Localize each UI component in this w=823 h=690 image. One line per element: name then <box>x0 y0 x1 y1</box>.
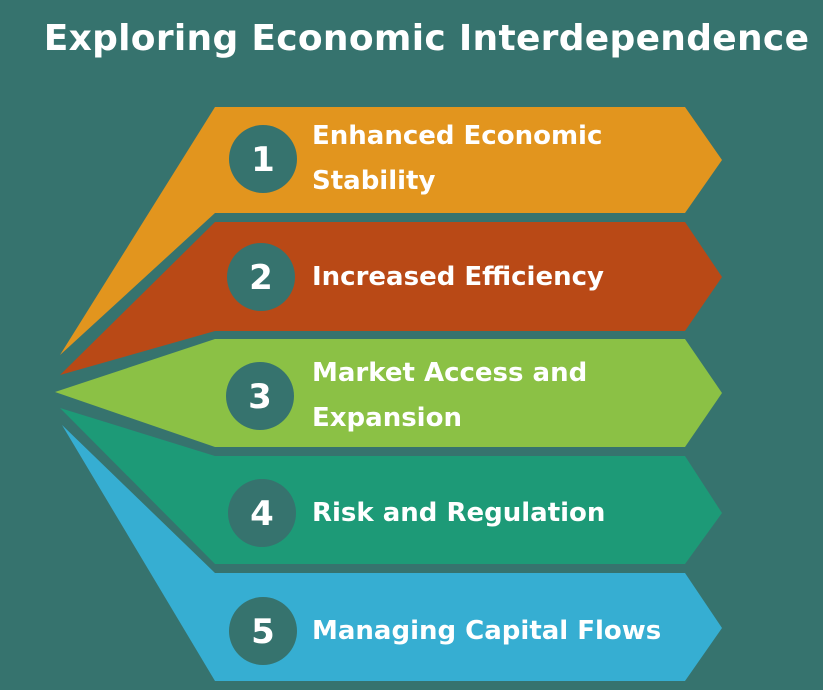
page-title: Exploring Economic Interdependence <box>43 18 810 59</box>
item-label-5: Managing Capital Flows <box>312 615 662 646</box>
band-3 <box>55 339 722 447</box>
band-1 <box>60 107 722 355</box>
band-4 <box>60 408 722 564</box>
band-5 <box>62 425 722 681</box>
number-circle-2 <box>227 243 295 311</box>
number-circle-1 <box>229 125 297 193</box>
number-circle-3 <box>226 362 294 430</box>
band-2 <box>60 222 722 375</box>
item-label-4: Risk and Regulation <box>312 497 606 528</box>
number-5: 5 <box>251 612 275 652</box>
item-label-1: Enhanced Economic Stability <box>312 121 603 196</box>
number-circle-4 <box>228 479 296 547</box>
item-label-3: Market Access and Expansion <box>312 358 588 433</box>
number-4: 4 <box>250 494 274 534</box>
number-3: 3 <box>248 377 272 417</box>
number-1: 1 <box>251 140 275 180</box>
number-circle-5 <box>229 597 297 665</box>
number-2: 2 <box>249 258 273 298</box>
item-label-2: Increased Efficiency <box>312 261 604 292</box>
